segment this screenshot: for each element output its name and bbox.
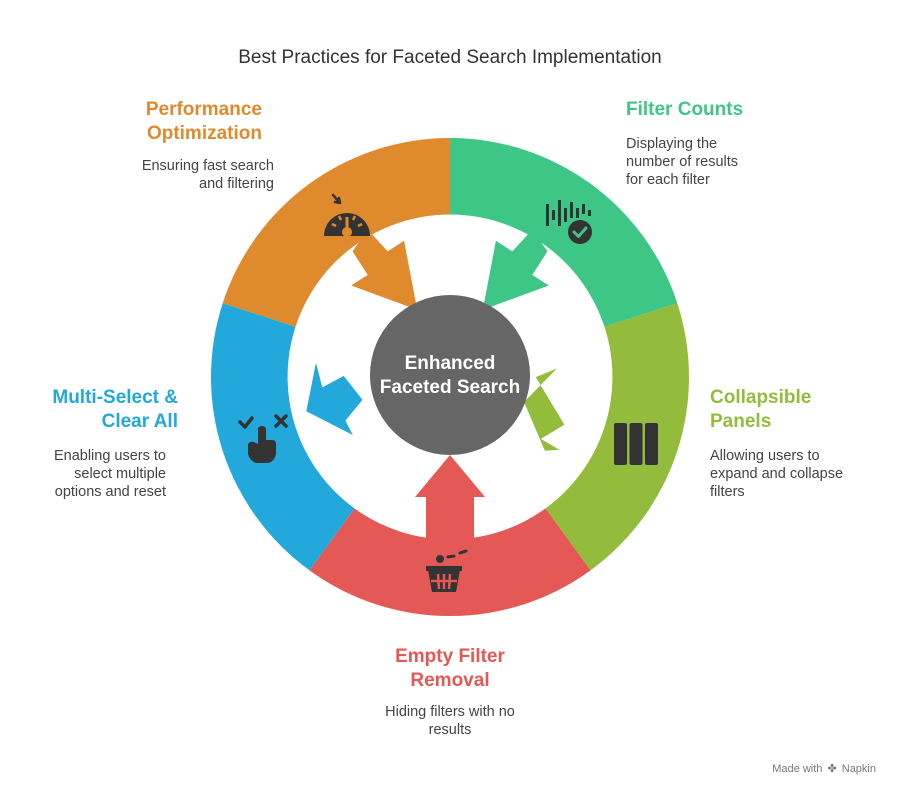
arrow-collapsible (524, 368, 565, 451)
arrow-multi-select (306, 362, 363, 435)
performance-title: Performance Optimization (145, 99, 262, 144)
diagram-title: Best Practices for Faceted Search Implem… (238, 47, 662, 68)
center-label-line-1: Enhanced (404, 353, 496, 374)
segment-filter-counts (450, 138, 678, 327)
center-hub (370, 295, 530, 455)
filter-counts-title: Filter Counts (626, 99, 744, 120)
multi-select-title: Multi-Select & Clear All (52, 387, 178, 432)
center-label-line-2: Faceted Search (379, 377, 521, 398)
watermark: Made with ✤ Napkin (772, 762, 876, 775)
segment-empty-filter (309, 508, 591, 617)
arrow-performance (351, 229, 418, 310)
watermark-brand: Napkin (841, 763, 876, 775)
columns-icon (614, 423, 658, 465)
pointer-check-icon (238, 414, 288, 463)
performance-description: Ensuring fast search and filtering (141, 158, 274, 192)
segment-multi-select (211, 303, 355, 571)
napkin-logo-icon: ✤ (827, 763, 837, 775)
basket-icon (426, 549, 468, 592)
bar-check-icon (546, 200, 592, 244)
speedometer-icon (324, 193, 370, 237)
collapsible-title: Collapsible Panels (710, 387, 812, 432)
arrow-empty-filter (415, 455, 485, 560)
center-label: Enhanced Faceted Search (350, 352, 550, 400)
watermark-prefix: Made with (772, 763, 823, 775)
empty-filter-title: Empty Filter Removal (395, 646, 505, 691)
multi-select-description: Enabling users to select multiple option… (53, 448, 166, 500)
filter-counts-description: Displaying the number of results for eac… (626, 136, 739, 188)
arrow-filter-counts (482, 229, 549, 310)
collapsible-description: Allowing users to expand and collapse fi… (710, 448, 844, 500)
empty-filter-description: Hiding filters with no results (385, 704, 515, 738)
